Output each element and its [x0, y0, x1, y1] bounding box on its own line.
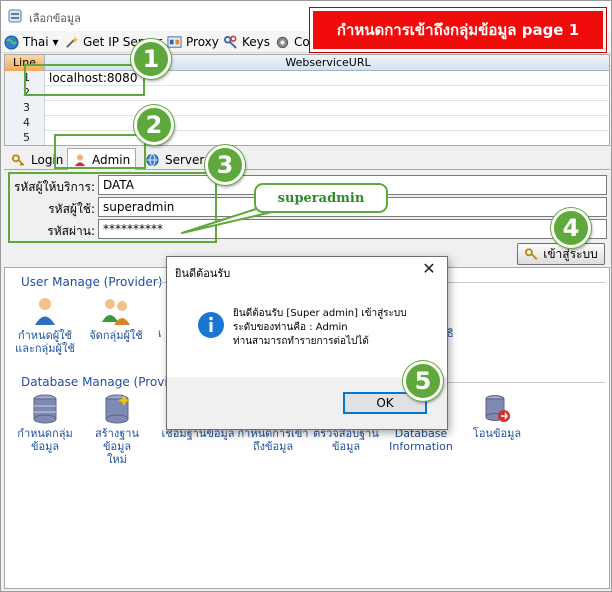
step-callout-1: 1: [131, 39, 171, 79]
ok-button[interactable]: OK: [343, 392, 427, 414]
admin-user-icon: [74, 153, 86, 166]
tile-define-data-group[interactable]: กำหนดกลุ่ม ข้อมูล: [11, 394, 79, 453]
tile-partial-hidden-2[interactable]: ธิ: [447, 327, 454, 340]
table-row[interactable]: 3: [5, 101, 609, 116]
username-label: รหัสผู้ใช้:: [48, 202, 95, 216]
column-header-line[interactable]: Line: [5, 55, 45, 71]
password-input[interactable]: **********: [98, 219, 607, 239]
tile-data-access[interactable]: กำหนดการเข้า ถึงข้อมูล: [237, 427, 309, 453]
welcome-dialog: ยินดีต้อนรับ ✕ ยินดีต้อนรับ [Super admin…: [166, 256, 448, 430]
step-callout-2: 2: [134, 105, 174, 145]
dialog-line-3: ท่านสามารถทำรายการต่อไปได้: [233, 336, 369, 347]
tile-database-information[interactable]: Database Information: [389, 427, 453, 453]
database-icon: [33, 394, 57, 424]
tile-partial-hidden[interactable]: เ: [158, 327, 162, 340]
proxy-icon: [167, 35, 182, 48]
globe-icon: [4, 34, 19, 50]
tab-server-settings[interactable]: Server S: [140, 150, 221, 170]
user-manage-title: User Manage (Provider): [21, 275, 163, 289]
step-callout-4: 4: [551, 208, 591, 248]
step-callout-5: 5: [403, 361, 443, 401]
app-icon: [8, 9, 22, 23]
row-number: 5: [5, 131, 45, 145]
row-url[interactable]: localhost:8080: [49, 71, 138, 85]
row-number: 3: [5, 101, 45, 116]
tile-check-database[interactable]: ตรวจสอบฐาน ข้อมูล: [313, 427, 379, 453]
key-icon: [525, 248, 538, 260]
magic-wand-icon: [66, 35, 79, 48]
server-globe-icon: [146, 153, 159, 167]
tab-strip: Login Admin Server S: [4, 148, 610, 171]
step-callout-3: 3: [205, 145, 245, 185]
dialog-line-1: ยินดีต้อนรับ [Super admin] เข้าสู่ระบบ: [233, 308, 407, 319]
language-selector[interactable]: Thai ▾: [4, 33, 58, 51]
window-title: เลือกข้อมูล: [29, 12, 81, 25]
keys-button[interactable]: Keys: [223, 33, 270, 51]
database-transfer-icon: [485, 395, 510, 422]
column-header-url[interactable]: WebserviceURL: [285, 56, 371, 69]
row-number: 4: [5, 116, 45, 131]
tile-define-users[interactable]: กำหนดผู้ใช้ และกลุ่มผู้ใช้: [11, 296, 79, 355]
table-row[interactable]: 4: [5, 116, 609, 131]
db-manage-title: Database Manage (Provider): [21, 375, 193, 389]
key-icon: [11, 154, 25, 166]
dialog-footer: OK: [167, 377, 447, 429]
dialog-message: ยินดีต้อนรับ [Super admin] เข้าสู่ระบบ ร…: [233, 307, 407, 349]
tab-admin[interactable]: Admin: [67, 148, 137, 171]
info-icon: [198, 312, 224, 338]
table-row[interactable]: 1 localhost:8080: [5, 71, 609, 86]
tile-group-users[interactable]: จัดกลุ่มผู้ใช้: [82, 296, 150, 342]
close-icon[interactable]: ✕: [422, 259, 436, 278]
gear-icon: [276, 36, 289, 48]
dialog-line-2: ระดับของท่านคือ : Admin: [233, 322, 348, 333]
user-group-icon: [102, 299, 130, 325]
table-row[interactable]: 5: [5, 131, 609, 145]
keys-icon: [223, 35, 237, 49]
page-title-banner: กำหนดการเข้าถึงกลุ่มข้อมูล page 1: [310, 8, 606, 52]
webservice-grid: Line WebserviceURL 1 localhost:8080 2 3 …: [4, 54, 610, 146]
service-provider-label: รหัสผู้ให้บริการ:: [13, 180, 95, 194]
tile-create-database[interactable]: สร้างฐานข้อมูล ใหม่: [83, 394, 151, 466]
dialog-title: ยินดีต้อนรับ: [175, 267, 231, 280]
config-button[interactable]: Cor: [275, 33, 315, 51]
tile-transfer-data[interactable]: โอนข้อมูล: [463, 394, 531, 440]
username-bubble: superadmin: [254, 183, 388, 213]
user-icon: [35, 298, 55, 325]
tile-connect-database[interactable]: เชื่อมฐานข้อมูล: [161, 427, 235, 440]
proxy-button[interactable]: Proxy: [167, 33, 219, 51]
database-new-icon: [105, 394, 130, 424]
title-bar: เลือกข้อมูล: [1, 1, 611, 31]
dialog-body: ยินดีต้อนรับ [Super admin] เข้าสู่ระบบ ร…: [167, 287, 447, 377]
password-label: รหัสผ่าน:: [47, 224, 95, 238]
